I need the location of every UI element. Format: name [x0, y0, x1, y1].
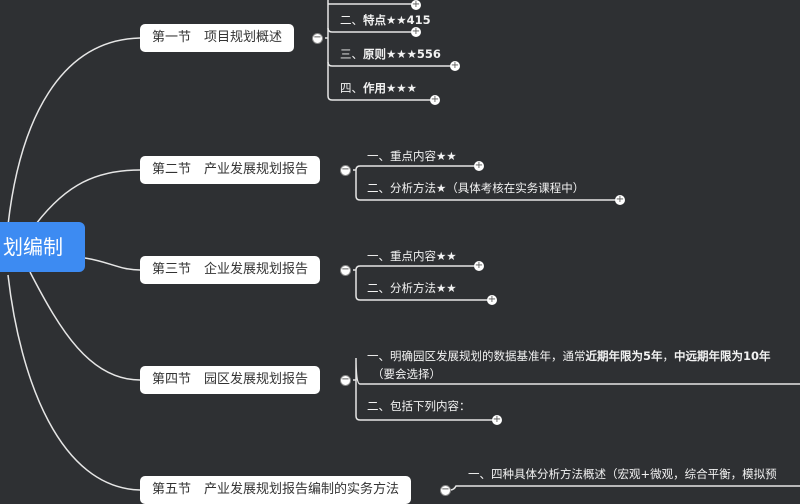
s4-item-1[interactable]: 一、明确园区发展规划的数据基准年，通常近期年限为5年，中远期年限为10年	[367, 349, 771, 363]
s2-item-2[interactable]: 二、分析方法★（具体考核在实务课程中）	[367, 181, 585, 195]
link-s3-bracket	[353, 265, 489, 301]
expand-toggle[interactable]: +	[474, 160, 484, 171]
expand-toggle[interactable]: +	[450, 60, 460, 71]
expand-toggle[interactable]: +	[411, 0, 421, 10]
root-node[interactable]: 划编制	[0, 222, 85, 272]
expand-toggle[interactable]: +	[430, 94, 440, 105]
s2-item-1[interactable]: 一、重点内容★★	[367, 149, 457, 163]
s5-item-1[interactable]: 一、四种具体分析方法概述（宏观+微观，综合平衡，模拟预	[468, 467, 777, 481]
link-root-s2	[29, 169, 141, 233]
link-root-s1	[7, 37, 141, 226]
link-s1-bracket	[325, 0, 333, 101]
section-5-node[interactable]: 第五节 产业发展规划报告编制的实务方法	[140, 476, 412, 504]
link-s2-bracket	[353, 165, 617, 201]
expand-toggle[interactable]: +	[411, 26, 421, 37]
link-s5-bracket	[440, 485, 800, 491]
expand-toggle[interactable]: +	[487, 294, 497, 305]
collapse-toggle-s4[interactable]: −	[340, 374, 351, 386]
link-root-s5	[7, 274, 141, 491]
s1-item-2[interactable]: 三、原则★★★556	[340, 47, 441, 61]
s1-item-1[interactable]: 二、特点★★415	[340, 13, 431, 27]
section-3-node[interactable]: 第三节 企业发展规划报告	[140, 256, 321, 284]
s4-item-1-line2: （要会选择）	[372, 367, 441, 381]
collapse-toggle-s5[interactable]: −	[440, 484, 451, 496]
s3-item-2[interactable]: 二、分析方法★★	[367, 281, 457, 295]
s3-item-1[interactable]: 一、重点内容★★	[367, 249, 457, 263]
link-s1-i1	[327, 27, 413, 33]
s4-item-2[interactable]: 二、包括下列内容：	[367, 399, 471, 413]
link-s4-bracket	[353, 357, 800, 421]
section-4-node[interactable]: 第四节 园区发展规划报告	[140, 366, 321, 394]
collapse-toggle-s1[interactable]: −	[312, 32, 323, 44]
section-1-node[interactable]: 第一节 项目规划概述	[140, 24, 295, 52]
section-2-node[interactable]: 第二节 产业发展规划报告	[140, 156, 321, 184]
collapse-toggle-s3[interactable]: −	[340, 264, 351, 276]
s1-item-3[interactable]: 四、作用★★★	[340, 81, 417, 95]
collapse-toggle-s2[interactable]: −	[340, 164, 351, 176]
link-s1-i2	[327, 61, 452, 67]
expand-toggle[interactable]: +	[615, 194, 625, 205]
expand-toggle[interactable]: +	[474, 260, 484, 271]
link-root-s4	[29, 271, 141, 381]
expand-toggle[interactable]: +	[492, 414, 502, 425]
link-root-s3	[84, 257, 141, 271]
